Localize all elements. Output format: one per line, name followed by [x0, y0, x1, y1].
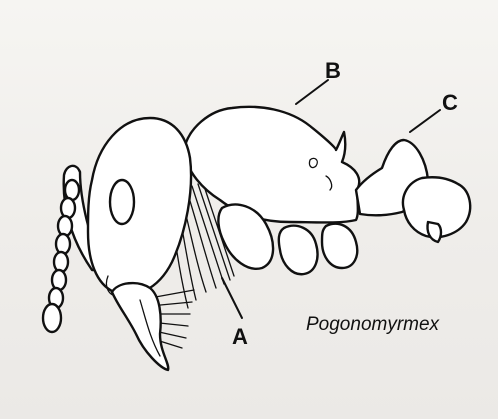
leader-line-b [296, 80, 328, 104]
label-b: B [325, 60, 341, 82]
head [88, 118, 191, 295]
coxa-middle [279, 226, 318, 275]
label-c: C [442, 92, 458, 114]
genus-caption: Pogonomyrmex [306, 315, 439, 334]
leader-line-c [410, 110, 440, 132]
coxa-hind [322, 224, 357, 268]
leader-line-a [222, 278, 242, 318]
compound-eye [110, 180, 134, 224]
label-a: A [232, 326, 248, 348]
